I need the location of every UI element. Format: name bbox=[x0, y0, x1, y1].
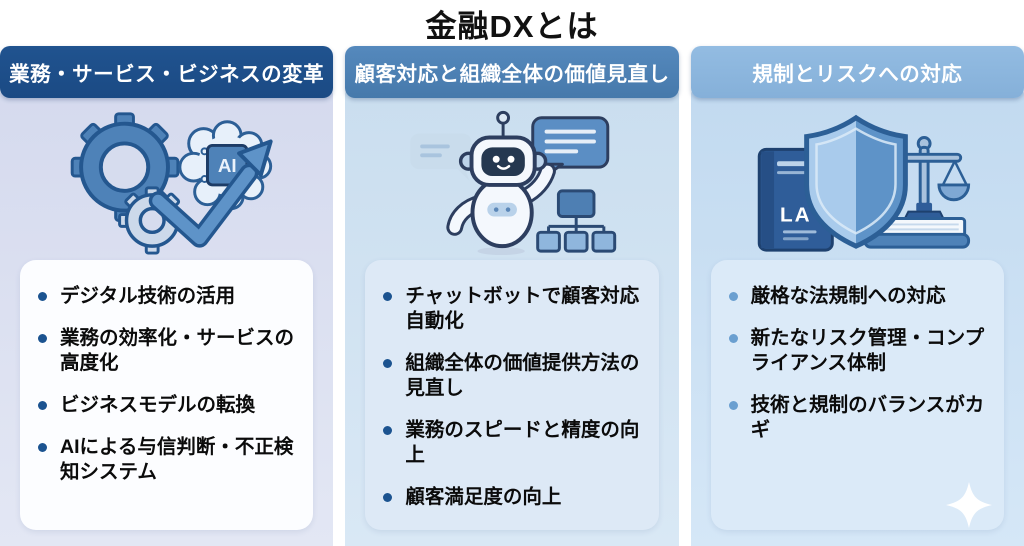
column-3-bullet-list: 厳格な法規制への対応 新たなリスク管理・コンプライアンス体制 技術と規制のバラン… bbox=[728, 284, 990, 443]
chatbot-robot-icon bbox=[446, 110, 556, 256]
law-book-label: LA bbox=[780, 203, 812, 226]
bullet-text: チャットボットで顧客対応自動化 bbox=[405, 285, 640, 332]
column-business-transformation: 業務・サービス・ビジネスの変革 bbox=[0, 46, 334, 546]
page-title: 金融DXとは bbox=[425, 8, 599, 44]
bullet-text: 業務の効率化・サービスの高度化 bbox=[60, 326, 295, 374]
columns-container: 業務・サービス・ビジネスの変革 bbox=[0, 46, 1024, 546]
bullet-dot bbox=[383, 492, 393, 502]
column-3-header: 規制とリスクへの対応 bbox=[690, 46, 1024, 98]
list-item: 新たなリスク管理・コンプライアンス体制 bbox=[728, 326, 990, 376]
column-2-panel: チャットボットで顧客対応自動化 組織全体の価値提供方法の見直し 業務のスピードと… bbox=[345, 90, 679, 546]
bullet-dot bbox=[383, 292, 393, 301]
column-1-illustration: AI bbox=[0, 98, 333, 260]
column-2-illustration bbox=[345, 98, 678, 260]
bullet-dot bbox=[728, 333, 738, 343]
robot-face-screen bbox=[481, 147, 525, 177]
column-3-illustration: LA bbox=[691, 98, 1024, 260]
column-1-panel: AI デジタル技術の活用 業務の効率化・サービスの高度化 bbox=[0, 90, 334, 546]
title-bar: 金融DXとは bbox=[0, 0, 1024, 46]
sparkle-icon bbox=[945, 482, 992, 528]
bullet-text: 技術と規制のバランスがカギ bbox=[750, 393, 985, 441]
bullet-dot bbox=[38, 442, 47, 452]
gears-ai-chip-growth-arrow-icon: AI bbox=[70, 112, 273, 255]
list-item: 顧客満足度の向上 bbox=[383, 485, 644, 510]
column-2-card: チャットボットで顧客対応自動化 組織全体の価値提供方法の見直し 業務のスピードと… bbox=[365, 260, 659, 530]
column-1-card: デジタル技術の活用 業務の効率化・サービスの高度化 ビジネスモデルの転換 AIに… bbox=[20, 260, 314, 530]
bullet-text: 新たなリスク管理・コンプライアンス体制 bbox=[750, 326, 985, 374]
bullet-dot bbox=[728, 400, 738, 410]
speech-bubble-left-icon bbox=[410, 133, 472, 181]
list-item: チャットボットで顧客対応自動化 bbox=[383, 284, 644, 334]
bullet-text: AIによる与信判断・不正検知システム bbox=[60, 435, 294, 483]
column-regulation-risk: 規制とリスクへの対応 LA bbox=[690, 46, 1024, 546]
bullet-text: 業務のスピードと精度の向上 bbox=[405, 418, 640, 466]
bullet-text: 組織全体の価値提供方法の見直し bbox=[405, 351, 640, 399]
bullet-text: デジタル技術の活用 bbox=[60, 285, 236, 307]
column-customer-value: 顧客対応と組織全体の価値見直し bbox=[345, 46, 679, 546]
security-shield-icon bbox=[804, 114, 909, 249]
list-item: 業務の効率化・サービスの高度化 bbox=[38, 326, 299, 376]
column-2-header: 顧客対応と組織全体の価値見直し bbox=[345, 46, 679, 98]
list-item: デジタル技術の活用 bbox=[38, 284, 299, 309]
bullet-dot bbox=[728, 292, 738, 301]
bullet-text: ビジネスモデルの転換 bbox=[60, 393, 256, 416]
bullet-dot bbox=[383, 358, 393, 368]
bullet-dot bbox=[38, 292, 47, 301]
growth-arrow-icon bbox=[148, 139, 273, 248]
chatbot-speech-bubbles-org-chart-icon bbox=[410, 110, 617, 256]
column-1-bullet-list: デジタル技術の活用 業務の効率化・サービスの高度化 ビジネスモデルの転換 AIに… bbox=[38, 284, 299, 485]
bullet-dot bbox=[38, 333, 47, 343]
ai-chip-label: AI bbox=[218, 155, 237, 176]
bullet-text: 厳格な法規制への対応 bbox=[750, 285, 946, 307]
list-item: 技術と規制のバランスがカギ bbox=[728, 393, 990, 443]
column-2-bullet-list: チャットボットで顧客対応自動化 組織全体の価値提供方法の見直し 業務のスピードと… bbox=[383, 284, 644, 510]
list-item: 組織全体の価値提供方法の見直し bbox=[383, 351, 644, 401]
org-chart-icon bbox=[536, 189, 617, 253]
bullet-dot bbox=[383, 425, 393, 435]
list-item: 厳格な法規制への対応 bbox=[728, 284, 990, 309]
bullet-text: 顧客満足度の向上 bbox=[405, 485, 562, 508]
law-book-shield-scales-icon: LA bbox=[758, 114, 971, 252]
list-item: AIによる与信判断・不正検知システム bbox=[38, 435, 299, 485]
column-3-card: 厳格な法規制への対応 新たなリスク管理・コンプライアンス体制 技術と規制のバラン… bbox=[710, 260, 1004, 530]
list-item: ビジネスモデルの転換 bbox=[38, 393, 299, 418]
list-item: 業務のスピードと精度の向上 bbox=[383, 418, 644, 468]
column-1-header: 業務・サービス・ビジネスの変革 bbox=[0, 46, 334, 98]
bullet-dot bbox=[38, 400, 47, 410]
column-3-panel: LA bbox=[690, 90, 1024, 546]
robot-shadow bbox=[477, 247, 525, 256]
